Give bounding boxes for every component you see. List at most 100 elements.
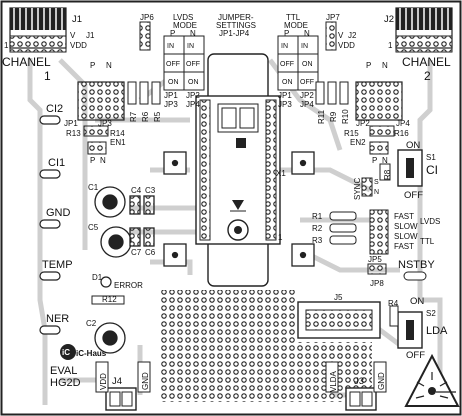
connector-j4 <box>105 387 137 411</box>
capacitors <box>94 186 155 354</box>
j1-v: V <box>70 31 76 40</box>
r1-label: R1 <box>312 212 323 221</box>
lvds-level-label: LVDS <box>420 217 440 226</box>
right-header-n: N <box>382 61 388 70</box>
j5-label: J5 <box>334 293 343 302</box>
left-pin-header <box>77 81 125 155</box>
ttl-jp-ref: JP1 <box>278 91 292 100</box>
left-header-n: N <box>106 61 112 70</box>
lvds-mode-n: N <box>190 29 196 38</box>
lvds-cell: ON <box>188 79 199 86</box>
ttl-mode-p: P <box>284 29 289 38</box>
jumper-settings-line3: JP1-JP4 <box>219 29 250 38</box>
jumper-table-ttl <box>277 35 319 91</box>
j2-pin1: 1 <box>388 41 393 50</box>
switch-s1[interactable] <box>397 149 423 187</box>
x1-label: X1 <box>276 169 286 178</box>
j2-label: J2 <box>348 31 357 40</box>
j2-ref: J2 <box>384 14 394 25</box>
s1-off: OFF <box>404 190 423 201</box>
left-header-p2: P <box>90 156 95 165</box>
logo-text-ic: iC <box>62 348 70 357</box>
ttl-mode-line2: MODE <box>284 21 308 30</box>
resistor-label: R10 <box>341 109 350 124</box>
right-header-r15: R15 <box>344 129 359 138</box>
switch-s2[interactable] <box>397 311 423 349</box>
jp5-label: JP5 <box>368 255 382 264</box>
ch1-title: CHANEL <box>2 55 51 69</box>
lvds-mode-p: P <box>170 29 175 38</box>
right-pin-header <box>355 81 403 155</box>
r8-label: R8 <box>383 169 392 180</box>
j1-vdd: VDD <box>70 41 87 50</box>
eval-line1: EVAL <box>50 365 77 377</box>
logo-text: iC-Haus <box>76 349 107 358</box>
jp5-header <box>369 209 389 255</box>
jp6-header <box>139 21 151 51</box>
j1-ref: J1 <box>72 14 82 25</box>
jp8-label: JP8 <box>370 279 384 288</box>
right-header-jp2: JP2 <box>356 119 370 128</box>
jp8-header <box>367 263 387 275</box>
j3-vlda: VLDA <box>329 370 338 392</box>
s1-ref: S1 <box>426 153 436 162</box>
right-header-jp4: JP4 <box>396 119 410 128</box>
lvds-cell: ON <box>168 79 179 86</box>
connector-j3 <box>345 387 377 411</box>
j2-vdd: VDD <box>338 41 355 50</box>
ch1-number: 1 <box>44 69 51 83</box>
j1-label: J1 <box>86 31 95 40</box>
proto-grid-left <box>160 290 296 402</box>
j1-pin1: 1 <box>4 41 9 50</box>
lvds-jp-ref: JP1 <box>164 91 178 100</box>
lvds-cell: IN <box>187 43 194 50</box>
lvds-cell: OFF <box>166 61 180 68</box>
resistors-left <box>127 81 161 105</box>
left-header-r13: R13 <box>66 129 81 138</box>
left-header-jp3: JP3 <box>98 119 112 128</box>
cap-c7: C7 <box>131 248 142 257</box>
resistor-label: R9 <box>329 111 338 122</box>
resistors-r1-r3 <box>329 211 357 245</box>
s1-on: ON <box>406 140 420 151</box>
ttl-cell: OFF <box>300 79 314 86</box>
led-d1 <box>91 276 125 305</box>
j2-v: V <box>338 31 344 40</box>
ner-label: NER <box>46 313 69 325</box>
ci2-label: CI2 <box>46 103 63 115</box>
ttl-cell: ON <box>302 61 313 68</box>
j4-ref: J4 <box>112 376 122 387</box>
ttl-level-label: TTL <box>420 237 435 246</box>
mode-level: SLOW <box>394 232 418 241</box>
s2-ref: S2 <box>426 309 436 318</box>
jumper-settings-line2: SETTINGS <box>216 21 256 30</box>
cap-c3: C3 <box>145 186 156 195</box>
mode-level: FAST <box>394 242 414 251</box>
cap-c1: C1 <box>88 183 99 192</box>
resistor-label: R7 <box>129 111 138 122</box>
d1-label: D1 <box>92 273 103 282</box>
left-header-p: P <box>90 61 95 70</box>
mode-level: FAST <box>394 212 414 221</box>
ch2-title: CHANEL <box>402 55 451 69</box>
ch2-number: 2 <box>424 69 431 83</box>
right-header-p: P <box>366 61 371 70</box>
ic-pin1-label: 1 <box>278 233 283 242</box>
cap-c4: C4 <box>131 186 142 195</box>
s2-off: OFF <box>406 350 425 361</box>
s2-on: ON <box>410 296 424 307</box>
cap-c5: C5 <box>88 223 99 232</box>
logo-mark <box>60 344 76 360</box>
s2-lda: LDA <box>426 325 448 337</box>
ttl-cell: IN <box>281 43 288 50</box>
j3-gnd: GND <box>377 372 386 390</box>
lvds-jp-ref: JP4 <box>186 100 200 109</box>
lvds-jp-ref: JP2 <box>186 91 200 100</box>
left-header-jp1: JP1 <box>64 119 78 128</box>
j4-vdd: VDD <box>99 373 108 390</box>
ttl-mode-line1: TTL <box>286 13 301 22</box>
sync-label: SYNC <box>353 178 362 200</box>
right-header-r16: R16 <box>394 129 409 138</box>
